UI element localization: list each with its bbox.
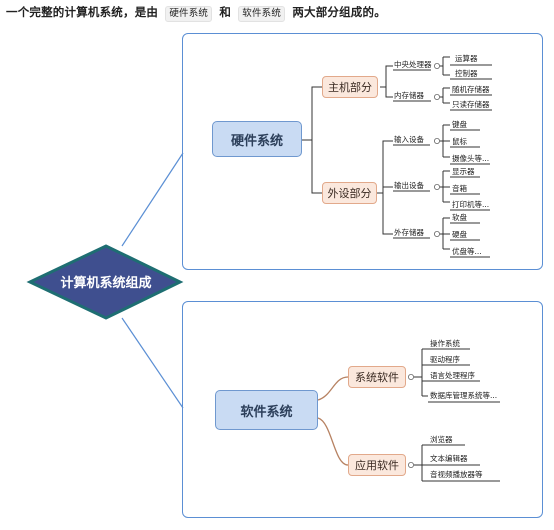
external-storage-node: 外存储器 <box>394 227 424 237</box>
leaf-rom: 只读存储器 <box>452 99 490 109</box>
hardware-system-node: 硬件系统 <box>212 121 302 157</box>
leaf-os: 操作系统 <box>430 338 460 348</box>
leaf-alu: 运算器 <box>455 53 478 63</box>
intro-sentence: 一个完整的计算机系统，是由 硬件系统 和 软件系统 两大部分组成的。 <box>6 4 386 22</box>
leaf-dbms: 数据库管理系统等... <box>430 390 498 400</box>
leaf-language-processor: 语言处理程序 <box>430 370 475 380</box>
application-software-node: 应用软件 <box>348 454 406 476</box>
system-software-node: 系统软件 <box>348 366 406 388</box>
leaf-media-player: 音视频播放器等 <box>430 469 483 479</box>
output-device-node: 输出设备 <box>394 180 424 190</box>
leaf-harddisk: 硬盘 <box>452 229 467 239</box>
leaf-monitor: 显示器 <box>452 166 475 176</box>
intro-text-after: 两大部分组成的。 <box>292 5 386 19</box>
leaf-camera: 摄像头等... <box>452 153 490 163</box>
intro-code-hardware: 硬件系统 <box>165 6 213 22</box>
root-node-label: 计算机系统组成 <box>60 275 152 291</box>
leaf-floppy: 软盘 <box>452 212 467 222</box>
leaf-printer: 打印机等... <box>452 199 490 209</box>
leaf-ram: 随机存储器 <box>452 84 490 94</box>
leaf-speaker: 音箱 <box>452 183 467 193</box>
leaf-text-editor: 文本编辑器 <box>430 453 468 463</box>
intro-text-before: 一个完整的计算机系统，是由 <box>6 5 159 19</box>
leaf-browser: 浏览器 <box>430 434 453 444</box>
leaf-mouse: 鼠标 <box>452 136 467 146</box>
input-device-node: 输入设备 <box>394 134 424 144</box>
memory-node: 内存储器 <box>394 90 424 100</box>
cpu-node: 中央处理器 <box>394 59 432 69</box>
leaf-controller: 控制器 <box>455 68 478 78</box>
peripheral-node: 外设部分 <box>322 182 377 204</box>
host-node: 主机部分 <box>322 76 378 98</box>
intro-code-software: 软件系统 <box>238 6 286 22</box>
intro-text-mid: 和 <box>219 5 232 19</box>
root-to-hardware-link <box>121 152 184 247</box>
leaf-keyboard: 键盘 <box>452 119 467 129</box>
leaf-driver: 驱动程序 <box>430 354 460 364</box>
software-system-node: 软件系统 <box>215 390 318 430</box>
root-to-software-link <box>121 317 184 409</box>
leaf-usb-drive: 优盘等... <box>452 246 482 256</box>
